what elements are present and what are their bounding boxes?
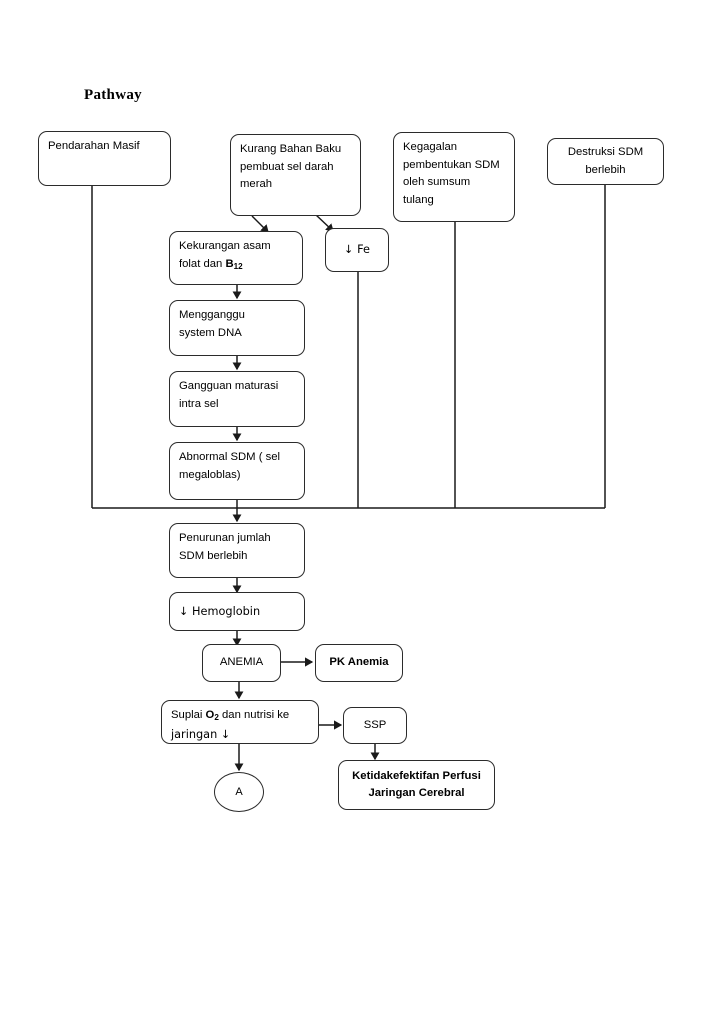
node-pk-anemia-label: PK Anemia (329, 656, 389, 669)
node-fe-label: ↓ Fe (344, 243, 370, 257)
node-abnormal-line2: megaloblas) (179, 468, 241, 481)
node-connector-a-label: A (235, 786, 243, 798)
node-penurunan-jumlah-sdm[interactable]: Penurunan jumlah SDM berlebih (169, 523, 305, 578)
node-destruksi-line2: berlebih (585, 163, 626, 176)
node-suplai-o2-nutrisi[interactable]: Suplai O2 dan nutrisi ke jaringan ↓ (161, 700, 319, 744)
node-suplai-line1: Suplai O2 dan nutrisi ke (171, 707, 309, 726)
node-pendarahan-masif[interactable]: Pendarahan Masif (38, 131, 171, 186)
node-kegagalan-line4: tulang (403, 193, 434, 206)
node-connector-a[interactable]: A (214, 772, 264, 812)
suplai-line1-post: dan nutrisi ke (218, 709, 290, 721)
node-kurang-bahan-baku[interactable]: Kurang Bahan Baku pembuat sel darah mera… (230, 134, 361, 216)
node-mengganggu-line1: Mengganggu (179, 309, 245, 321)
node-anemia-label: ANEMIA (219, 656, 264, 669)
node-ketidakefektifan-line1: Ketidakefektifan Perfusi (352, 769, 481, 782)
node-kekurangan-line2: folat dan B12 (179, 256, 293, 275)
node-mengganggu-system-dna[interactable]: Mengganggu system DNA (169, 300, 305, 356)
node-ketidakefektifan-perfusi[interactable]: Ketidakefektifan Perfusi Jaringan Cerebr… (338, 760, 495, 810)
node-ssp-label: SSP (363, 718, 387, 731)
node-kegagalan-line3: oleh sumsum (403, 176, 471, 188)
node-kekurangan-line1: Kekurangan asam (179, 240, 271, 252)
node-hemoglobin-label: ↓ Hemoglobin (179, 604, 261, 618)
node-kekurangan-asam-folat[interactable]: Kekurangan asam folat dan B12 (169, 231, 303, 285)
node-gangguan-line1: Gangguan maturasi (179, 380, 279, 392)
node-penurunan-line2: SDM berlebih (179, 549, 248, 562)
edge-kurang-to-kekurangan (251, 215, 269, 233)
suplai-line1-subscript: 2 (214, 712, 219, 722)
suplai-line1-symbol: O (205, 709, 215, 721)
node-kegagalan-line2: pembentukan SDM (403, 158, 500, 171)
node-abnormal-sdm-megaloblas[interactable]: Abnormal SDM ( sel megaloblas) (169, 442, 305, 500)
node-abnormal-line1: Abnormal SDM ( sel (179, 451, 281, 463)
node-mengganggu-line2: system DNA (179, 326, 242, 339)
node-pendarahan-masif-line1: Pendarahan Masif (48, 140, 140, 152)
page-title: Pathway (84, 87, 142, 103)
node-suplai-line2: jaringan ↓ (171, 728, 231, 742)
node-anemia[interactable]: ANEMIA (202, 644, 281, 682)
node-ketidakefektifan-line2: Jaringan Cerebral (368, 787, 465, 799)
node-destruksi-sdm-berlebih[interactable]: Destruksi SDM berlebih (547, 138, 664, 185)
node-ssp[interactable]: SSP (343, 707, 407, 744)
node-hemoglobin-decrease[interactable]: ↓ Hemoglobin (169, 592, 305, 631)
kekurangan-line2-symbol: B (225, 257, 234, 270)
suplai-line1-pre: Suplai (171, 709, 206, 721)
node-pk-anemia[interactable]: PK Anemia (315, 644, 403, 682)
node-destruksi-line1: Destruksi SDM (567, 146, 644, 158)
node-fe-decrease[interactable]: ↓ Fe (325, 228, 389, 272)
kekurangan-line2-pre: folat dan (179, 257, 226, 270)
node-kegagalan-line1: Kegagalan (403, 141, 458, 153)
node-penurunan-line1: Penurunan jumlah (179, 532, 271, 544)
node-kegagalan-pembentukan-sdm[interactable]: Kegagalan pembentukan SDM oleh sumsum tu… (393, 132, 515, 222)
kekurangan-line2-subscript: 12 (233, 261, 243, 271)
node-kurang-bahan-baku-line2: pembuat sel darah (240, 160, 334, 173)
node-gangguan-line2: intra sel (179, 397, 219, 410)
node-kurang-bahan-baku-line3: merah (240, 178, 273, 190)
node-gangguan-maturasi-intra-sel[interactable]: Gangguan maturasi intra sel (169, 371, 305, 427)
node-kurang-bahan-baku-line1: Kurang Bahan Baku (240, 143, 342, 155)
